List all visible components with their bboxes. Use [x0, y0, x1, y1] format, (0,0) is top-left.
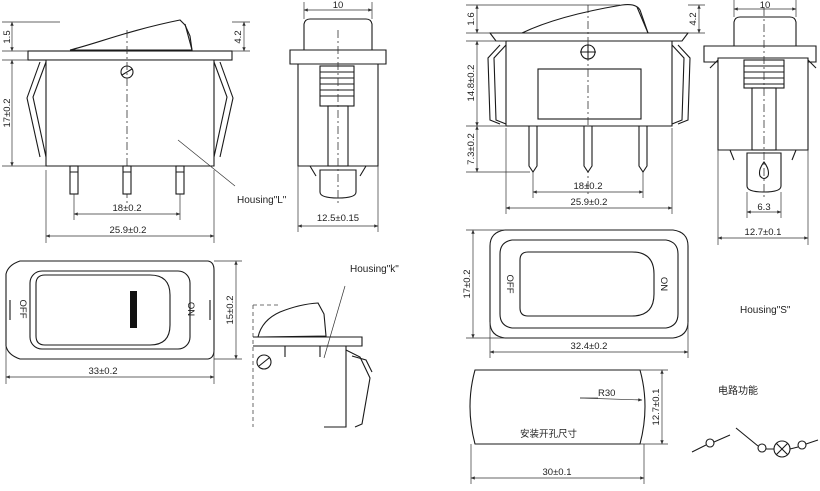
s-front-pins-dim: 18±0.2 — [574, 181, 603, 192]
off-label-l: OFF — [17, 300, 28, 319]
housing-k-cutaway: Housing"k" — [252, 264, 399, 428]
l-side-width-dim: 12.5±0.15 — [317, 213, 359, 224]
s-top-width-dim: 32.4±0.2 — [571, 341, 608, 352]
l-front-top-dim: 4.2 — [233, 30, 244, 43]
l-front-pins-dim: 18±0.2 — [113, 203, 142, 214]
cutout-radius-dim: R30 — [598, 388, 615, 399]
mounting-hole-label: 安装开孔尺寸 — [520, 428, 578, 440]
housing-l-side-dimensions: 10 12.5±0.15 — [297, 0, 379, 232]
housing-l-side-view — [289, 18, 387, 205]
s-side-top-dim: 10 — [760, 0, 771, 11]
s-front-width-dim: 25.9±0.2 — [571, 197, 608, 208]
s-side-width-dim: 12.7±0.1 — [745, 227, 782, 238]
housing-s-front-dimensions: 1.6 14.8±0.2 7.3±0.2 4.2 18±0.2 25.9±0.2 — [466, 4, 705, 214]
housing-l-front-dimensions: 1.5 17±0.2 4.2 18±0.2 25.9±0.2 Housing"L… — [2, 21, 287, 243]
housing-s-top-view: OFF ON — [489, 229, 689, 339]
housing-l-top-view: OFF ON — [5, 260, 215, 360]
housing-l-front-view — [26, 19, 236, 205]
housing-s-side-view — [703, 8, 817, 200]
s-top-height-dim: 17±0.2 — [462, 270, 473, 299]
top-height-dim: 15±0.2 — [225, 296, 236, 325]
on-label-s: ON — [658, 277, 669, 291]
housing-s-top-dimensions: 17±0.2 32.4±0.2 Housing"S" — [462, 229, 791, 358]
s-front-body-dim: 14.8±0.2 — [466, 65, 477, 102]
mounting-cutout: R30 安装开孔尺寸 12.7±0.1 30±0.1 — [469, 369, 668, 484]
l-front-width-dim: 25.9±0.2 — [110, 225, 147, 236]
cutout-width-dim: 30±0.1 — [543, 467, 572, 478]
cutout-height-dim: 12.7±0.1 — [651, 389, 662, 426]
housing-s-label: Housing"S" — [740, 305, 791, 316]
s-side-pin-dim: 6.3 — [757, 202, 770, 213]
housing-k-label: Housing"k" — [350, 264, 399, 275]
on-label-l: ON — [185, 302, 196, 316]
circuit-function-label: 电路功能 — [718, 384, 758, 397]
s-front-pin-dim: 7.3±0.2 — [466, 133, 477, 165]
housing-s-side-dimensions: 10 6.3 12.7±0.1 — [717, 0, 809, 245]
l-front-cap-dim: 1.5 — [2, 30, 13, 43]
l-side-top-dim: 10 — [333, 0, 344, 11]
circuit-diagram: 电路功能 — [691, 384, 819, 458]
housing-l-label: Housing"L" — [237, 195, 287, 206]
top-width-dim: 33±0.2 — [89, 366, 118, 377]
off-label-s: OFF — [504, 275, 515, 294]
housing-l-top-dimensions: 15±0.2 33±0.2 — [5, 260, 242, 384]
housing-s-front-view — [487, 4, 691, 196]
s-front-top-dim: 4.2 — [688, 12, 699, 25]
s-front-cap-dim: 1.6 — [466, 12, 477, 25]
l-front-height-dim: 17±0.2 — [2, 99, 13, 128]
